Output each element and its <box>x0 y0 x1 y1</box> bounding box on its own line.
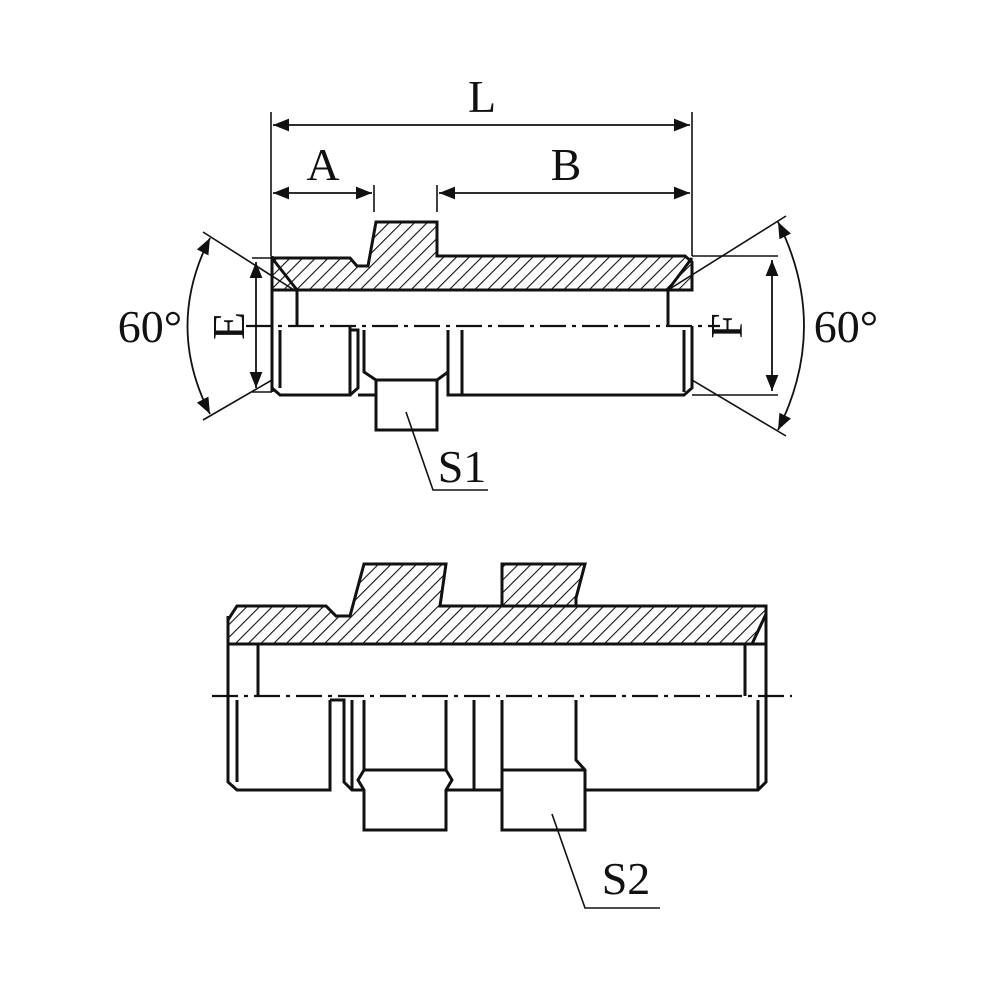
label-s2: S2 <box>602 853 651 904</box>
label-a: A <box>306 139 339 190</box>
label-l: L <box>468 71 496 122</box>
label-e: E <box>203 312 254 340</box>
top-lower-outline <box>270 326 694 432</box>
cone-angle-left: 60° <box>118 231 295 421</box>
top-section-hatch <box>270 220 694 292</box>
leader-s2: S2 <box>551 813 660 909</box>
dimension-f: F <box>692 255 779 396</box>
leader-s1: S1 <box>405 411 488 492</box>
bottom-view: S2 <box>212 562 792 909</box>
dimension-a: A <box>273 139 375 212</box>
bottom-lower-outline <box>226 614 768 832</box>
label-angle-left: 60° <box>118 301 182 352</box>
dimension-e: E <box>203 257 272 393</box>
top-view: L A B <box>118 71 878 492</box>
bottom-nut-hatch <box>500 562 587 608</box>
label-f: F <box>701 313 752 339</box>
label-b: B <box>551 139 582 190</box>
bottom-section-hatch-main <box>226 562 768 646</box>
label-angle-right: 60° <box>814 301 878 352</box>
cone-angle-right: 60° <box>667 215 878 437</box>
dimension-l: L <box>270 71 693 256</box>
dimension-b: B <box>436 139 690 212</box>
label-s1: S1 <box>438 441 487 492</box>
